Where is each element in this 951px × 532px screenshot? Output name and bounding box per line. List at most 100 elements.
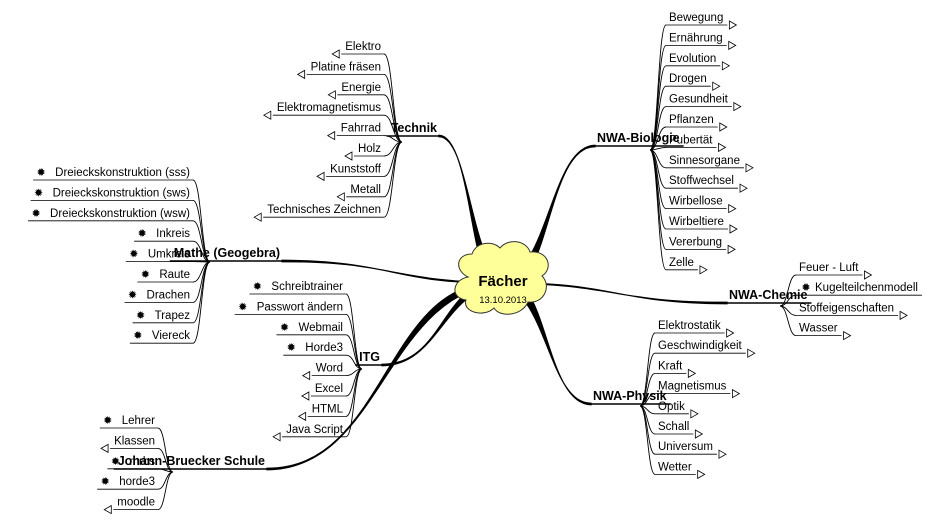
subtopic-mathe-7[interactable]: Trapez✹: [132, 310, 193, 324]
subtopic-mathe-0[interactable]: Dreieckskonstruktion (sss)✹: [33, 167, 193, 181]
link-arrow-icon[interactable]: [263, 110, 272, 120]
subtopic-chemie-0[interactable]: Feuer - Luft: [796, 262, 873, 280]
link-arrow-icon[interactable]: [899, 310, 908, 321]
subtopic-biologie-11[interactable]: Vererbung: [666, 236, 736, 255]
subtopic-mathe-8[interactable]: Viereck✹: [129, 330, 193, 344]
subtopic-technik-1[interactable]: Platine fräsen: [296, 61, 384, 80]
link-arrow-icon[interactable]: [272, 432, 281, 442]
link-arrow-icon[interactable]: [727, 244, 736, 255]
branch-label-physik[interactable]: NWA-Physik: [593, 389, 667, 403]
link-arrow-icon[interactable]: [843, 330, 852, 341]
subtopic-itg-3[interactable]: Horde3✹: [283, 342, 346, 356]
subtopic-chemie-1[interactable]: Kugelteilchenmodell✹: [796, 282, 922, 296]
link-arrow-icon[interactable]: [718, 142, 727, 153]
subtopic-physik-7[interactable]: Wetter: [655, 461, 706, 480]
link-arrow-icon[interactable]: [728, 20, 738, 30]
link-arrow-icon[interactable]: [103, 504, 112, 515]
subtopic-biologie-5[interactable]: Pflanzen: [666, 114, 728, 132]
subtopic-chemie-2[interactable]: Stoffeigenschaften: [796, 302, 908, 321]
subtopic-physik-5[interactable]: Schall: [655, 421, 704, 439]
subtopic-itg-1[interactable]: Passwort ändern✹: [234, 301, 346, 315]
subtopic-technik-5[interactable]: Holz: [344, 143, 384, 161]
link-arrow-icon[interactable]: [733, 101, 742, 112]
link-arrow-icon[interactable]: [253, 212, 262, 222]
link-arrow-icon[interactable]: [697, 469, 706, 480]
link-arrow-icon[interactable]: [327, 90, 336, 100]
subtopic-technik-4[interactable]: Fahrrad: [326, 123, 384, 141]
subtopic-technik-6[interactable]: Kunststoff: [316, 163, 384, 182]
branch-label-mathe[interactable]: Mathe (Geogebra): [174, 246, 280, 260]
subtopic-schule-2[interactable]: mrbs✹: [107, 456, 158, 470]
link-arrow-icon[interactable]: [301, 370, 311, 381]
subtopic-mathe-6[interactable]: Drachen✹: [124, 289, 193, 303]
link-arrow-icon[interactable]: [728, 40, 737, 51]
link-arrow-icon[interactable]: [864, 270, 873, 280]
subtopic-mathe-4[interactable]: Umkreis✹: [125, 249, 193, 263]
link-arrow-icon[interactable]: [331, 49, 340, 59]
branch-label-itg[interactable]: ITG: [359, 350, 380, 364]
subtopic-schule-0[interactable]: Lehrer✹: [99, 415, 158, 429]
subtopic-itg-4[interactable]: Word: [301, 363, 346, 381]
branch-label-technik[interactable]: Technik: [391, 121, 437, 135]
subtopic-biologie-0[interactable]: Bewegung: [666, 12, 738, 30]
subtopic-technik-3[interactable]: Elektromagnetismus: [263, 102, 384, 120]
link-arrow-icon[interactable]: [316, 171, 325, 182]
subtopic-physik-4[interactable]: Optik: [655, 401, 699, 419]
link-arrow-icon[interactable]: [297, 411, 307, 422]
link-arrow-icon[interactable]: [747, 348, 756, 358]
subtopic-biologie-10[interactable]: Wirbeltiere: [666, 216, 738, 234]
subtopic-technik-2[interactable]: Energie: [327, 82, 384, 100]
link-arrow-icon[interactable]: [336, 192, 345, 202]
subtopic-itg-2[interactable]: Webmail✹: [276, 322, 346, 336]
subtopic-itg-6[interactable]: HTML: [297, 403, 346, 422]
subtopic-physik-0[interactable]: Elektrostatik: [655, 320, 735, 338]
subtopic-physik-6[interactable]: Universum: [655, 441, 727, 459]
link-arrow-icon[interactable]: [694, 429, 704, 439]
subtopic-technik-0[interactable]: Elektro: [331, 41, 384, 59]
link-arrow-icon[interactable]: [731, 388, 741, 399]
link-arrow-icon[interactable]: [296, 69, 306, 80]
link-arrow-icon[interactable]: [687, 368, 697, 379]
subtopic-mathe-5[interactable]: Raute✹: [137, 269, 193, 283]
subtopic-biologie-7[interactable]: Sinnesorgane: [666, 155, 754, 173]
subtopic-technik-8[interactable]: Technisches Zeichnen: [253, 204, 384, 222]
link-arrow-icon[interactable]: [745, 163, 754, 173]
subtopic-itg-0[interactable]: Schreibtrainer✹: [249, 281, 346, 295]
link-arrow-icon[interactable]: [726, 328, 735, 338]
subtopic-mathe-3[interactable]: Inkreis✹: [134, 228, 193, 242]
subtopic-physik-2[interactable]: Kraft: [655, 360, 697, 379]
link-arrow-icon[interactable]: [301, 391, 310, 401]
link-arrow-icon[interactable]: [719, 122, 728, 132]
link-arrow-icon[interactable]: [729, 224, 738, 234]
link-arrow-icon[interactable]: [718, 449, 727, 459]
subtopic-physik-1[interactable]: Geschwindigkeit: [655, 340, 756, 358]
subtopic-schule-1[interactable]: Klassen: [100, 435, 158, 454]
link-arrow-icon[interactable]: [699, 265, 708, 275]
subtopic-schule-3[interactable]: horde3✹: [97, 476, 158, 490]
subtopic-biologie-1[interactable]: Ernährung: [666, 32, 737, 51]
subtopic-mathe-1[interactable]: Dreieckskonstruktion (sws)✹: [30, 187, 193, 201]
subtopic-biologie-3[interactable]: Drogen: [666, 73, 721, 91]
subtopic-biologie-8[interactable]: Stoffwechsel: [666, 175, 748, 193]
link-arrow-icon[interactable]: [690, 409, 699, 419]
branch-label-chemie[interactable]: NWA-Chemie: [729, 288, 808, 302]
central-topic[interactable]: Fächer 13.10.2013: [454, 241, 549, 315]
subtopic-chemie-3[interactable]: Wasser: [796, 323, 852, 341]
link-arrow-icon[interactable]: [326, 130, 336, 141]
subtopic-schule-4[interactable]: moodle: [103, 497, 158, 515]
subtopic-itg-7[interactable]: Java Script: [272, 424, 346, 442]
subtopic-biologie-2[interactable]: Evolution: [666, 53, 731, 71]
link-arrow-icon[interactable]: [100, 443, 109, 454]
branch-label-biologie[interactable]: NWA-Biologie: [597, 131, 680, 145]
branch-label-schule[interactable]: Johann-Bruecker Schule: [118, 454, 265, 468]
link-arrow-icon[interactable]: [712, 81, 721, 91]
subtopic-itg-5[interactable]: Excel: [301, 383, 346, 401]
subtopic-biologie-6[interactable]: Pubertät: [666, 134, 727, 153]
subtopic-physik-3[interactable]: Magnetismus: [655, 381, 741, 399]
link-arrow-icon[interactable]: [728, 203, 737, 214]
subtopic-biologie-9[interactable]: Wirbellose: [666, 196, 737, 214]
link-arrow-icon[interactable]: [739, 183, 748, 193]
subtopic-biologie-4[interactable]: Gesundheit: [666, 94, 742, 112]
link-arrow-icon[interactable]: [344, 151, 353, 161]
subtopic-biologie-12[interactable]: Zelle: [666, 257, 708, 275]
